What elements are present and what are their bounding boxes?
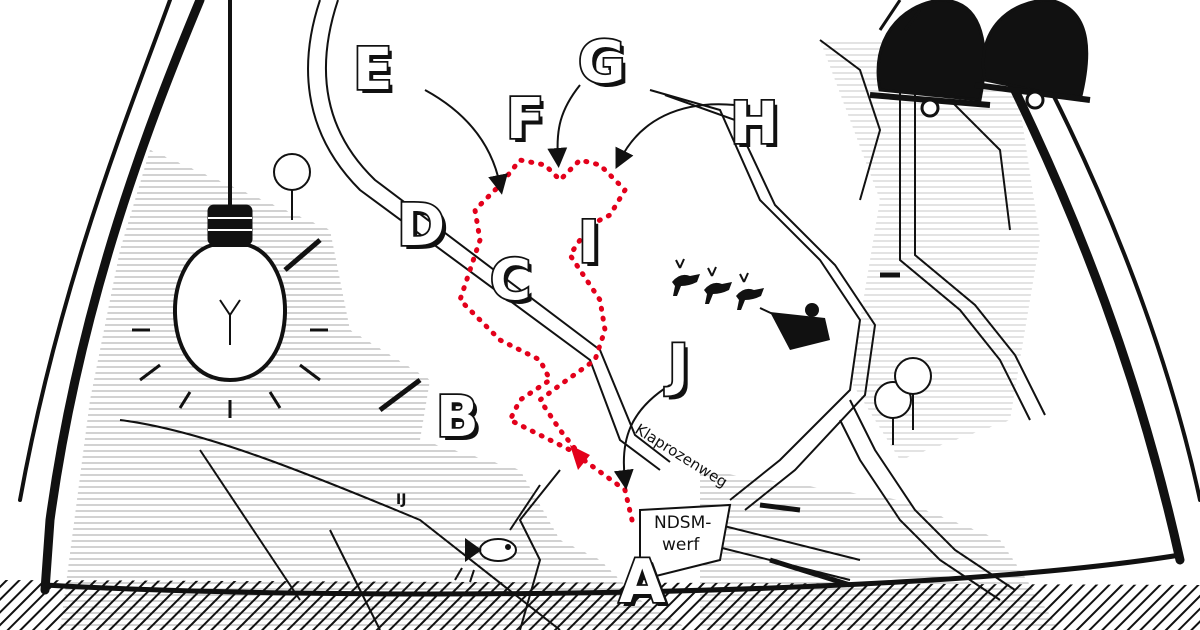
reindeer-icon: [704, 266, 732, 304]
fish-icon: [454, 484, 541, 583]
place-label-ndsm-line1: NDSM-: [654, 513, 711, 533]
marker-e-shadow: E: [357, 39, 397, 107]
marker-a: A: [619, 547, 666, 617]
tree-icon: [273, 153, 932, 445]
street-label-klaprozenweg: Klaprozenweg: [632, 420, 731, 491]
route-arrow-icon: [570, 445, 590, 470]
marker-f-shadow: F: [510, 91, 548, 156]
water-label-ij: IJ: [396, 492, 406, 508]
place-label-ndsm-line2: werf: [662, 535, 700, 555]
marker-c-shadow: C: [494, 252, 535, 317]
light-bulb-icon: [132, 0, 328, 418]
marker-g: G: [578, 28, 626, 96]
marker-j: J: [664, 333, 689, 398]
map-frame: [18, 0, 1200, 597]
piers: [283, 238, 900, 588]
marker-j-shadow: J: [668, 337, 693, 402]
marker-i-shadow: I: [582, 212, 604, 280]
marker-d: D: [397, 191, 445, 259]
marker-c: C: [490, 248, 531, 313]
marker-f: F: [506, 87, 544, 152]
bells-icon: [869, 0, 1091, 118]
walking-route: [457, 157, 635, 523]
ndsm-werf-block: [639, 503, 732, 582]
bottom-band: [0, 580, 1200, 630]
marker-d-shadow: D: [401, 195, 449, 263]
route-markers: A A B B C C D D E E F F G G H H I I J J: [351, 26, 783, 621]
marker-h-shadow: H: [734, 93, 783, 161]
marker-h: H: [730, 89, 779, 157]
marker-b-shadow: B: [440, 389, 483, 454]
marker-b: B: [436, 385, 479, 450]
reindeer-icon: [672, 258, 700, 296]
callout-arrows: [424, 84, 736, 490]
marker-e: E: [353, 35, 393, 103]
marker-a-shadow: A: [623, 551, 670, 621]
santa-sleigh-icon: [672, 258, 830, 350]
reindeer-icon: [736, 272, 764, 310]
marker-g-shadow: G: [582, 32, 630, 100]
marker-i: I: [578, 208, 600, 276]
